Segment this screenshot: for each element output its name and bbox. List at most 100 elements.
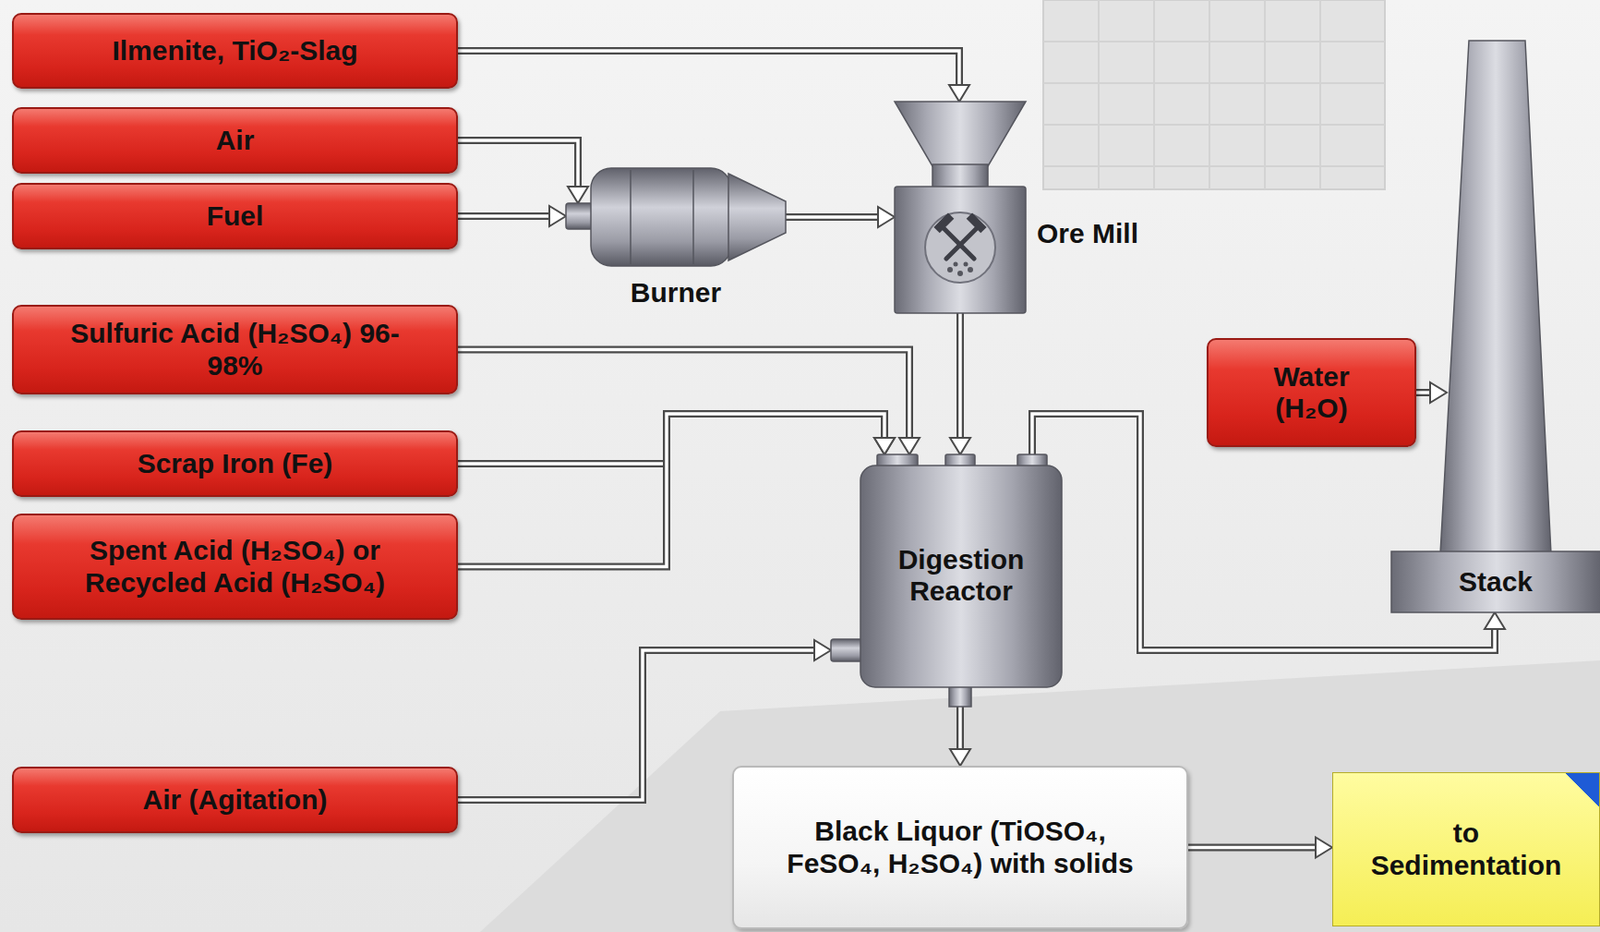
arrow-head (814, 639, 831, 661)
building (1043, 0, 1385, 190)
arrow-head (950, 748, 971, 766)
flow-line-outer (785, 213, 882, 221)
next-step-box: to Sedimentation (1332, 771, 1600, 927)
flow-line-inner (457, 140, 578, 191)
building-facade (1043, 0, 1385, 190)
burner-part (692, 169, 695, 265)
input-box: Air (12, 107, 458, 174)
flow-line-inner (958, 706, 963, 753)
ore-mill-part (947, 266, 953, 273)
ore-mill: Ore Mill (894, 101, 1026, 313)
flow-line-inner (457, 50, 960, 89)
flow-line-outer (956, 312, 964, 442)
arrow-head (1315, 837, 1333, 858)
flow-arrow (457, 205, 566, 227)
input-box: Ilmenite, TiO₂-Slag (12, 12, 458, 89)
arrow-head (1430, 382, 1447, 403)
node-label: Digestion Reactor (882, 543, 1040, 608)
burner-part (565, 203, 594, 229)
node-label: Stack (1458, 565, 1533, 599)
flow-arrow (457, 50, 970, 102)
flow-line-inner (958, 312, 963, 442)
input-box: Fuel (12, 182, 458, 250)
flow-arrow (1188, 837, 1333, 858)
arrow-head (874, 437, 895, 455)
text-area: Burner (529, 273, 823, 313)
arrow-head (567, 186, 589, 204)
ore-mill-part (966, 212, 987, 233)
node-label: to Sedimentation (1364, 817, 1568, 881)
product-box: Black Liquor (TiOSO₄, FeSO₄, H₂SO₄) with… (732, 765, 1189, 929)
flow-line-inner (457, 413, 885, 567)
text-area: Sulfuric Acid (H₂SO₄) 96-98% (13, 306, 457, 393)
input-box: Water (H₂O) (1206, 337, 1417, 447)
flow-line-inner (1188, 845, 1320, 850)
flow-line-outer (1032, 413, 1495, 650)
burner-part (728, 173, 786, 261)
stack: Stack (1391, 40, 1600, 613)
text-area: Digestion Reactor (867, 465, 1055, 686)
node-label: Black Liquor (TiOSO₄, FeSO₄, H₂SO₄) with… (775, 815, 1145, 879)
input-box: Air (Agitation) (12, 766, 458, 833)
flow-line-outer (457, 212, 554, 220)
arrow-head (549, 205, 566, 227)
node-label: Air (Agitation) (143, 783, 328, 817)
text-area: Scrap Iron (Fe) (13, 432, 457, 495)
node-label: Ilmenite, TiO₂-Slag (111, 35, 358, 68)
text-area: Ore Mill (1036, 214, 1194, 253)
node-label: Burner (630, 276, 722, 310)
stack-part (1440, 40, 1552, 554)
road (480, 660, 1600, 932)
flow-line-inner (457, 413, 885, 464)
input-box: Spent Acid (H₂SO₄) or Recycled Acid (H₂S… (12, 513, 458, 620)
text-area: Air (Agitation) (13, 768, 457, 831)
flow-line-inner (457, 349, 910, 443)
flow-line-outer (1188, 843, 1320, 852)
ore-mill-part (953, 262, 959, 267)
flow-arrow (457, 413, 895, 567)
text-area: Air (13, 108, 457, 172)
ore-mill-part (967, 266, 974, 273)
flow-line-outer (457, 413, 885, 567)
node-label: Air (216, 124, 255, 157)
burner: Burner (565, 166, 786, 268)
arrow-head (874, 437, 895, 455)
node-label: Water (H₂O) (1261, 360, 1363, 425)
text-area: Stack (1391, 551, 1600, 613)
text-area: Ilmenite, TiO₂-Slag (13, 14, 457, 87)
node-label: Spent Acid (H₂SO₄) or Recycled Acid (H₂S… (50, 534, 421, 599)
text-area: Black Liquor (TiOSO₄, FeSO₄, H₂SO₄) with… (733, 767, 1187, 927)
node-label: Sulfuric Acid (H₂SO₄) 96-98% (60, 317, 411, 382)
ore-mill-part (957, 270, 963, 277)
flow-arrow (457, 413, 895, 464)
ore-mill-part (946, 228, 976, 259)
arrow-head (950, 437, 971, 455)
ore-mill-part (925, 212, 996, 283)
input-box: Sulfuric Acid (H₂SO₄) 96-98% (12, 304, 458, 395)
flow-arrow (785, 206, 895, 228)
flow-line-outer (457, 140, 578, 191)
burner-part (629, 169, 632, 265)
flow-arrow (950, 706, 971, 766)
node-label: Scrap Iron (Fe) (137, 447, 334, 481)
node-label: Fuel (206, 200, 265, 233)
arrow-head (878, 206, 895, 228)
burner-shape (565, 166, 786, 268)
ore-mill-part (932, 164, 988, 189)
ore-mill-part (894, 186, 1026, 313)
digestion-reactor: Digestion Reactor (860, 454, 1062, 707)
flow-line-inner (785, 215, 882, 219)
flow-line-inner (457, 214, 554, 218)
arrow-head (1484, 612, 1505, 629)
flow-arrow (1032, 413, 1505, 650)
flow-line-outer (457, 349, 910, 443)
flow-arrow (457, 140, 589, 204)
ore-mill-shape (894, 101, 1026, 313)
digestion-reactor-part (860, 465, 1062, 687)
node-label: Ore Mill (1036, 217, 1139, 251)
flow-line-outer (457, 50, 960, 89)
ore-mill-part (963, 262, 969, 267)
building-windows (1043, 0, 1385, 190)
